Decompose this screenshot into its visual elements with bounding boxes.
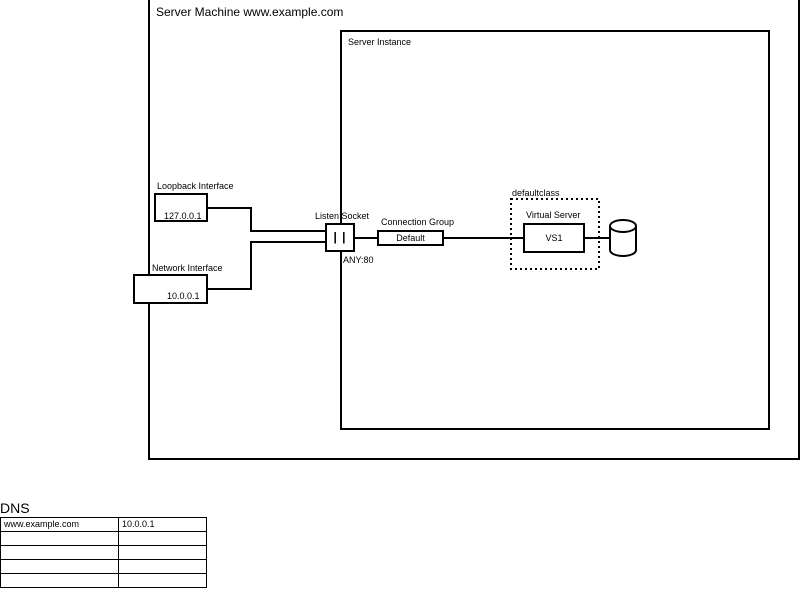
listen-socket-label: Listen Socket xyxy=(315,211,370,221)
dns-host-cell: www.example.com xyxy=(0,517,119,532)
dns-table: www.example.com 10.0.0.1 xyxy=(0,517,207,588)
dns-ip-cell xyxy=(118,545,207,560)
dns-host-cell xyxy=(0,531,119,546)
dns-row xyxy=(0,545,207,560)
virtual-server-name: VS1 xyxy=(545,233,563,243)
listen-socket-address: ANY:80 xyxy=(343,255,374,265)
loopback-interface-box: 127.0.0.1 xyxy=(154,193,208,222)
server-instance-title: Server Instance xyxy=(348,37,412,47)
dns-row xyxy=(0,573,207,588)
loopback-interface-label: Loopback Interface xyxy=(157,181,234,191)
dns-ip-cell xyxy=(118,531,207,546)
dns-host-cell xyxy=(0,545,119,560)
defaultclass-label: defaultclass xyxy=(512,188,560,198)
virtual-server-box: VS1 xyxy=(523,223,585,253)
listen-socket-box: | | xyxy=(325,223,355,252)
network-ip: 10.0.0.1 xyxy=(167,291,200,301)
dns-host-cell xyxy=(0,559,119,574)
connection-group-box: Default xyxy=(377,230,444,246)
virtual-server-label: Virtual Server xyxy=(526,210,581,220)
network-wire xyxy=(207,241,326,290)
connection-group-name: Default xyxy=(396,233,425,243)
listen-socket-glyph: | | xyxy=(333,230,347,244)
database-icon xyxy=(609,219,637,257)
server-machine-box xyxy=(148,0,800,460)
dns-host-cell xyxy=(0,573,119,588)
dns-ip-cell xyxy=(118,559,207,574)
dns-title: DNS xyxy=(0,500,30,516)
dns-row: www.example.com 10.0.0.1 xyxy=(0,517,207,532)
network-interface-label: Network Interface xyxy=(152,263,223,273)
network-interface-box: 10.0.0.1 xyxy=(133,274,208,304)
connection-group-label: Connection Group xyxy=(381,217,455,227)
dns-ip-cell xyxy=(118,573,207,588)
loopback-ip: 127.0.0.1 xyxy=(164,211,202,221)
server-machine-title: Server Machine www.example.com xyxy=(156,5,344,19)
dns-row xyxy=(0,531,207,546)
defaultclass-box xyxy=(510,198,600,270)
dns-ip-cell: 10.0.0.1 xyxy=(118,517,207,532)
loopback-wire xyxy=(207,207,326,232)
dns-row xyxy=(0,559,207,574)
